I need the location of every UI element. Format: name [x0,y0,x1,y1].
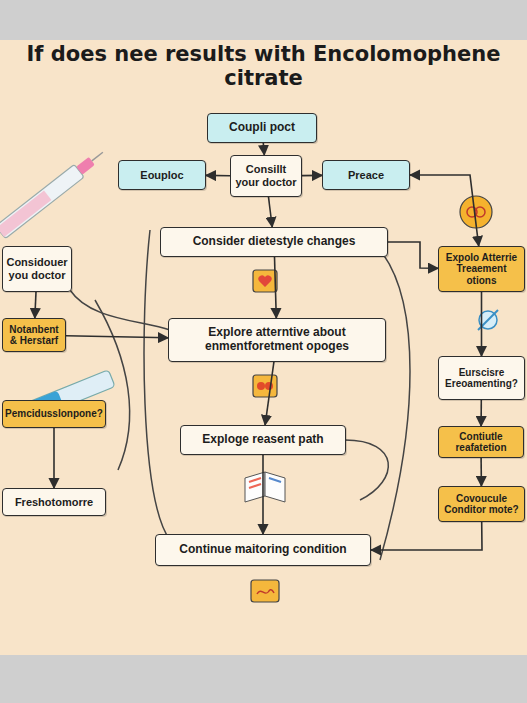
box-text: Freshotomorre [15,496,93,509]
process-box: Pemcidusslonpone? [2,400,106,428]
process-box: Explore atterntive about enmentforetment… [168,318,386,362]
box-text: Exploge reasent path [202,433,323,447]
flow-arrow [53,428,55,488]
flow-arrow [262,455,264,534]
flow-arrow [480,400,482,426]
rings-icon-ring [475,207,485,217]
decorative-curve [380,250,410,560]
diagram-title: If does nee results with Encolomophene c… [0,42,527,90]
box-text: Covoucule Conditor mote? [443,493,520,516]
book-page [265,472,285,502]
process-box: Preace [322,160,410,190]
syringe-fluid [0,191,51,237]
book-page [245,472,265,502]
process-box: Expolo Atterrie Treaement otions [438,246,525,292]
flow-arrow [410,175,479,246]
syringe-barrel [0,164,84,238]
heart-icon [258,275,271,287]
flow-arrow [66,336,168,338]
process-box: Continue maitoring condition [155,534,371,566]
box-text: Consillt your doctor [235,163,297,188]
book-line [249,478,261,482]
decorative-curve [95,300,130,470]
process-box: Eurscisre Ereoamenting? [438,356,525,400]
box-text: Explore atterntive about enmentforetment… [173,326,381,354]
flow-arrow [302,175,322,177]
process-box: Considouer you doctor [2,246,72,292]
decorative-curve [70,290,170,330]
flow-arrow [480,458,482,486]
decorative-curve [144,230,170,540]
process-box: Contiutle reafatetion [438,426,524,458]
decorative-curve [345,440,388,500]
book-line [269,478,281,482]
syringe-illustration [0,146,108,239]
flow-arrow [269,197,273,227]
flow-arrow [206,175,230,177]
scribble-icon-box [251,580,279,602]
pill-icon-box [253,375,277,397]
process-box: Covoucule Conditor mote? [438,486,525,522]
book-icon [245,472,285,502]
process-box: Consider dietestyle changes [160,227,388,257]
flow-arrow [263,143,264,155]
box-text: Preace [348,169,384,182]
box-text: Contiutle reafatetion [443,431,519,454]
heart-icon-box [253,270,277,292]
process-box: Notanbent & Herstarf [2,318,66,352]
process-box: Coupli poct [207,113,317,143]
process-box: Exploge reasent path [180,425,346,455]
pill-icon [265,382,273,390]
flow-arrow [265,362,274,425]
box-text: Coupli poct [229,121,295,135]
flow-arrow [35,292,36,318]
box-text: Notanbent & Herstarf [7,324,61,347]
process-box: Eouploc [118,160,206,190]
book-line [249,484,261,488]
flow-arrow [275,257,277,318]
box-text: Eurscisre Ereoamenting? [443,367,520,390]
box-text: Continue maitoring condition [179,543,346,557]
process-box: Consillt your doctor [230,155,302,197]
box-text: Eouploc [140,169,183,182]
process-box: Freshotomorre [2,488,106,516]
syringe-needle [92,152,103,161]
flow-arrow [481,292,483,356]
box-text: Expolo Atterrie Treaement otions [443,252,520,287]
flow-arrow [388,242,438,268]
box-text: Consider dietestyle changes [193,235,356,249]
scribble-icon [257,590,274,594]
box-text: Pemcidusslonpone? [5,408,103,420]
pill-icon [257,382,265,390]
syringe-cap [76,157,95,175]
box-text: Considouer you doctor [6,256,67,281]
flow-arrow [371,522,482,550]
